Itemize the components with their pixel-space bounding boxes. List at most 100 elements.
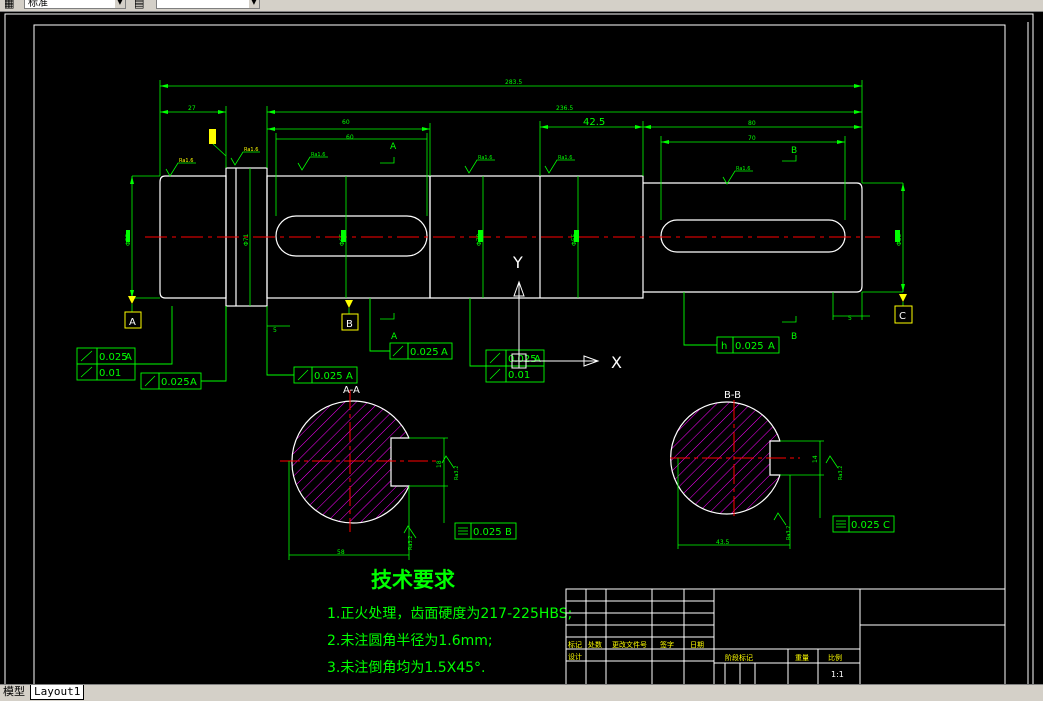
section-a-view xyxy=(280,390,440,532)
svg-text:C: C xyxy=(883,520,890,531)
title-block xyxy=(565,588,1006,684)
dim-right-span: 80 xyxy=(748,120,756,127)
tab-model[interactable]: 模型 xyxy=(3,685,25,698)
tb-doc-no: 更改文件号 xyxy=(612,640,647,649)
tab-layout1[interactable]: Layout1 xyxy=(30,685,85,700)
roughness-1: Ra1.6 xyxy=(179,158,193,164)
ucs-labels: Y X xyxy=(512,253,622,372)
dim-seg1: 27 xyxy=(188,105,196,112)
tol-cyl-c: 0.01 xyxy=(508,370,530,381)
roughness-labels: Ra1.6 Ra1.6 Ra1.6 Ra1.6 Ra1.6 Ra1.6 Ra3.… xyxy=(179,147,844,550)
dim-right: 236.5 xyxy=(556,105,573,112)
dim-right-dist: 42.5 xyxy=(583,117,605,128)
tb-sign: 签字 xyxy=(660,640,674,649)
svg-text:B: B xyxy=(505,527,512,538)
title-block-labels: 标记 处数 更改文件号 签字 日期 设计 阶段标记 重量 比例 1:1 xyxy=(568,640,844,679)
tb-date: 日期 xyxy=(690,641,704,649)
tb-stage-mark: 阶段标记 xyxy=(725,653,753,662)
datum-a: A xyxy=(129,317,136,328)
tol-perp-sym: h xyxy=(721,341,727,352)
roughness-5: Ra1.6 xyxy=(558,155,572,161)
svg-text:A: A xyxy=(441,347,448,358)
tol-perp-right: 0.025 xyxy=(735,341,764,352)
notes-lines: 1.正火处理，齿面硬度为217-225HBS; 2.未注圆角半径为1.6mm; … xyxy=(327,606,572,676)
tol-sym-b: 0.025 xyxy=(851,520,880,531)
section-b-view xyxy=(670,400,800,517)
tol-runout-left: 0.025 xyxy=(161,377,190,388)
roughness-10: Ra3.2 xyxy=(786,526,792,540)
drawing-canvas[interactable]: 283.5 27 236.5 60 60 42.5 80 70 Φ55 Φ71 … xyxy=(0,12,1043,684)
dim-right-key: 70 xyxy=(748,135,756,142)
dim-left-key-len: 60 xyxy=(346,134,354,141)
section-b-dims xyxy=(677,440,824,549)
section-a-dim-text: 58 18 xyxy=(337,460,443,556)
dimension-arrows xyxy=(130,84,905,298)
tolerance-symbols xyxy=(80,345,846,535)
tolerance-frames xyxy=(76,292,895,540)
section-aa-title: A-A xyxy=(343,385,360,396)
text-style-value: 标准 xyxy=(28,0,48,9)
roughness-symbols xyxy=(165,151,839,539)
datum-letters: A B C xyxy=(129,311,906,330)
tol-runout-mid: 0.025 xyxy=(314,371,343,382)
tol-sym-a: 0.025 xyxy=(473,527,502,538)
tolerance-values: 0.025 A 0.01 0.025 A 0.025 A 0.025 A 0.0… xyxy=(99,341,890,538)
svg-text:A: A xyxy=(346,371,353,382)
section-markers xyxy=(380,155,797,323)
tb-design: 设计 xyxy=(568,652,582,661)
dim-markers xyxy=(126,230,900,242)
drawing-frame xyxy=(4,13,1034,684)
section-a-top: A xyxy=(390,142,397,152)
roughness-2: Ra1.6 xyxy=(244,147,258,153)
datum-symbols xyxy=(124,294,913,331)
tb-mark: 标记 xyxy=(568,640,582,649)
sec-b-depth: 14 xyxy=(812,455,819,463)
tol-runout-a: 0.025 xyxy=(99,352,128,363)
ucs-y-label: Y xyxy=(512,253,523,272)
chevron-down-icon[interactable]: ▼ xyxy=(115,0,125,8)
svg-text:A: A xyxy=(534,354,541,365)
tb-scale-label: 比例 xyxy=(828,653,842,662)
section-bb-title: B-B xyxy=(724,390,741,401)
chevron-down-icon[interactable]: ▼ xyxy=(249,0,259,8)
sec-a-width: 58 xyxy=(337,549,345,556)
roughness-7: Ra3.2 xyxy=(454,466,460,480)
dim-style-combo[interactable]: ▼ xyxy=(156,0,260,9)
svg-text:A: A xyxy=(768,341,775,352)
text-style-combo[interactable]: 标准 ▼ xyxy=(24,0,126,9)
dimension-style-icon[interactable]: ▤ xyxy=(134,0,145,10)
roughness-3: Ra1.6 xyxy=(311,152,325,158)
layer-manager-icon[interactable]: ▦ xyxy=(4,0,15,10)
roughness-9: Ra3.2 xyxy=(838,466,844,480)
notes-line-2: 2.未注圆角半径为1.6mm; xyxy=(327,633,493,649)
tb-scale: 1:1 xyxy=(831,670,844,679)
dim-dia2: Φ71 xyxy=(243,233,250,246)
ucs-icon xyxy=(511,280,600,369)
dim-overall: 283.5 xyxy=(505,79,522,86)
ucs-x-label: X xyxy=(611,353,622,372)
sec-a-depth: 18 xyxy=(436,460,443,468)
section-a-dims xyxy=(288,437,448,560)
tol-runout-c: 0.025 xyxy=(508,354,537,365)
layout-tabs: 模型 Layout1 xyxy=(0,684,1043,701)
toolbar: ▦ 标准 ▼ ▤ ▼ xyxy=(0,0,1043,12)
section-letters: A A B B xyxy=(390,142,797,342)
dim-chamfer: 5 xyxy=(848,315,852,322)
tb-weight: 重量 xyxy=(795,654,809,662)
tb-count: 处数 xyxy=(588,640,602,649)
roughness-6: Ra1.6 xyxy=(736,166,750,172)
notes-title: 技术要求 xyxy=(371,568,455,592)
roughness-4: Ra1.6 xyxy=(478,155,492,161)
tol-cyl-a: 0.01 xyxy=(99,368,121,379)
datum-b: B xyxy=(346,319,353,330)
section-b-bottom: B xyxy=(791,332,797,342)
dim-small: 5 xyxy=(273,327,277,334)
sec-b-width: 43.5 xyxy=(716,539,730,546)
notes-line-3: 3.未注倒角均为1.5X45°. xyxy=(327,660,485,676)
svg-text:A: A xyxy=(190,377,197,388)
cad-drawing[interactable]: 283.5 27 236.5 60 60 42.5 80 70 Φ55 Φ71 … xyxy=(0,12,1043,684)
datum-flag-icon xyxy=(209,129,216,144)
tol-runout-b: 0.025 xyxy=(410,347,439,358)
notes-line-1: 1.正火处理，齿面硬度为217-225HBS; xyxy=(327,606,572,622)
roughness-8: Ra3.2 xyxy=(408,536,414,550)
